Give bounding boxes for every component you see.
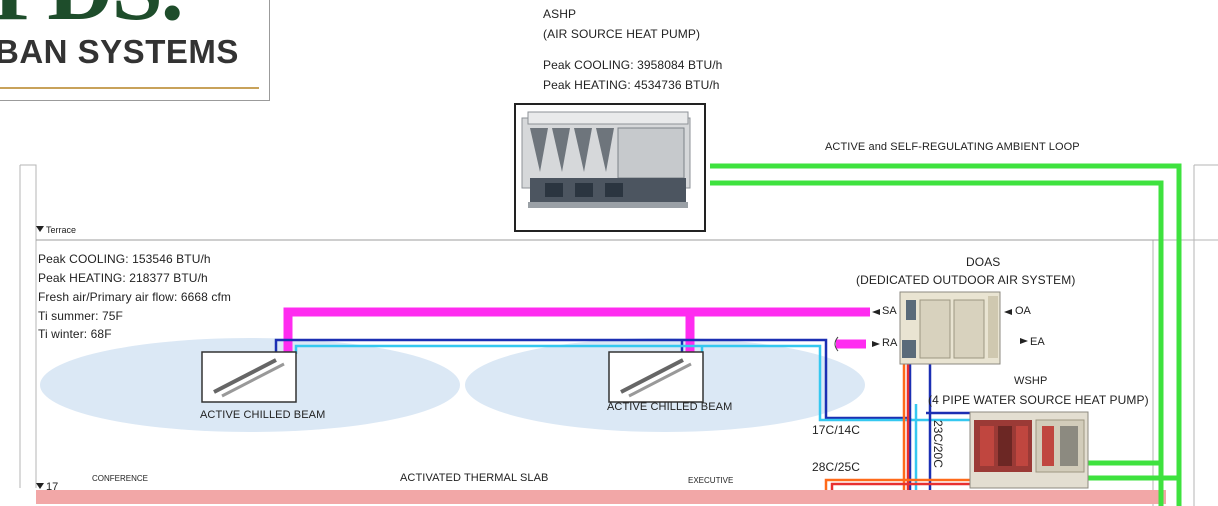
logo-subtitle: BAN SYSTEMS bbox=[0, 33, 239, 70]
chilled-water-temp-label: 17C/14C bbox=[812, 423, 861, 437]
exhaust-air-label: EA bbox=[1030, 336, 1045, 348]
zone-ti-winter: Ti winter: 68F bbox=[38, 327, 112, 341]
zone-fresh-air: Fresh air/Primary air flow: 6668 cfm bbox=[38, 290, 231, 304]
wshp-unit-image bbox=[969, 411, 1089, 489]
activated-thermal-slab-band bbox=[36, 490, 1166, 504]
logo: PDS. BAN SYSTEMS bbox=[0, 0, 270, 101]
chilled-beam-1-label: ACTIVE CHILLED BEAM bbox=[200, 409, 326, 421]
room-executive-label: EXECUTIVE bbox=[688, 476, 734, 485]
chilled-water-pipes bbox=[274, 338, 1000, 490]
ambient-loop-pipes bbox=[710, 163, 1182, 506]
chilled-beam-2-label: ACTIVE CHILLED BEAM bbox=[607, 401, 733, 413]
air-flow-arrows bbox=[872, 309, 1028, 347]
zone-ti-summer: Ti summer: 75F bbox=[38, 309, 123, 323]
return-air-inlet-icon bbox=[834, 336, 839, 352]
doas-subtitle: (DEDICATED OUTDOOR AIR SYSTEM) bbox=[856, 273, 1076, 287]
supply-air-label: SA bbox=[882, 305, 897, 317]
zone-peak-heating: Peak HEATING: 218377 BTU/h bbox=[38, 271, 208, 285]
ambient-loop-label: ACTIVE and SELF-REGULATING AMBIENT LOOP bbox=[825, 141, 1080, 153]
room-conference-label: CONFERENCE bbox=[92, 474, 149, 483]
terrace-level-marker-icon bbox=[36, 226, 44, 232]
hot-water-pipes bbox=[824, 364, 972, 490]
logo-mark: PDS. bbox=[0, 0, 184, 41]
thermal-slab-label: ACTIVATED THERMAL SLAB bbox=[400, 472, 549, 484]
ashp-peak-heating: Peak HEATING: 4534736 BTU/h bbox=[543, 78, 720, 92]
chilled-beam-2 bbox=[608, 351, 704, 403]
level-17-label: 17 bbox=[46, 481, 59, 493]
ashp-peak-cooling: Peak COOLING: 3958084 BTU/h bbox=[543, 58, 723, 72]
supply-air-duct bbox=[283, 307, 870, 356]
ashp-subtitle: (AIR SOURCE HEAT PUMP) bbox=[543, 27, 701, 41]
hot-water-temp-label: 28C/25C bbox=[812, 460, 861, 474]
level-17-marker-icon bbox=[36, 483, 44, 489]
chilled-beam-1 bbox=[201, 351, 297, 403]
logo-divider bbox=[0, 87, 259, 89]
wshp-title: WSHP bbox=[1014, 375, 1048, 387]
wshp-subtitle: (4 PIPE WATER SOURCE HEAT PUMP) bbox=[928, 393, 1149, 407]
ashp-unit-image bbox=[521, 111, 691, 208]
doas-title: DOAS bbox=[966, 255, 1001, 269]
ashp-title: ASHP bbox=[543, 7, 577, 21]
loop-water-temp-label: 23C/20C bbox=[931, 420, 945, 469]
return-air-label: RA bbox=[882, 337, 898, 349]
doas-unit-image bbox=[899, 291, 1001, 365]
terrace-level-label: Terrace bbox=[46, 225, 77, 235]
zone-peak-cooling: Peak COOLING: 153546 BTU/h bbox=[38, 252, 211, 266]
outdoor-air-label: OA bbox=[1015, 305, 1031, 317]
